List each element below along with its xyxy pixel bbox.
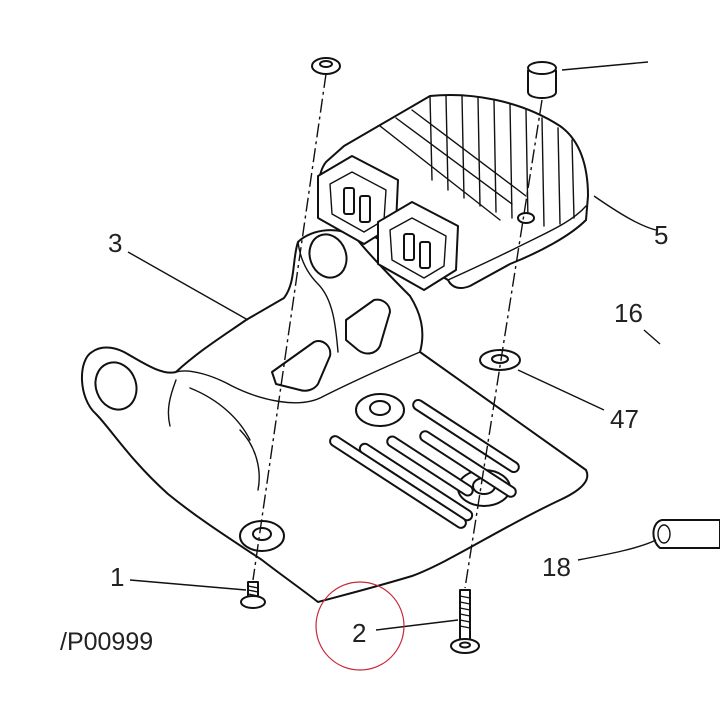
callout-3: 3 — [108, 228, 122, 258]
washer — [479, 349, 521, 371]
assembly-axes — [252, 73, 543, 589]
cable-cylinder — [527, 61, 557, 99]
screw-head-top — [311, 57, 341, 75]
callout-2: 2 — [352, 618, 366, 648]
screw-short — [240, 581, 266, 609]
ventilation-slots — [329, 398, 520, 529]
callout-1: 1 — [110, 562, 124, 592]
voltage-regulator — [317, 61, 589, 291]
grommet-left — [239, 520, 285, 552]
mounting-plate — [80, 229, 589, 603]
callout-5: 5 — [654, 220, 668, 250]
connector-right — [377, 201, 459, 291]
screw-long — [450, 589, 480, 654]
drawing-code: /P00999 — [60, 628, 153, 656]
callout-18: 18 — [542, 552, 571, 582]
callout-47: 47 — [610, 404, 639, 434]
grommet-upper — [355, 393, 405, 427]
leader-lines — [127, 61, 661, 631]
highlight-circle — [315, 581, 405, 671]
callout-16: 16 — [614, 298, 643, 328]
part-18-nut — [652, 519, 720, 549]
